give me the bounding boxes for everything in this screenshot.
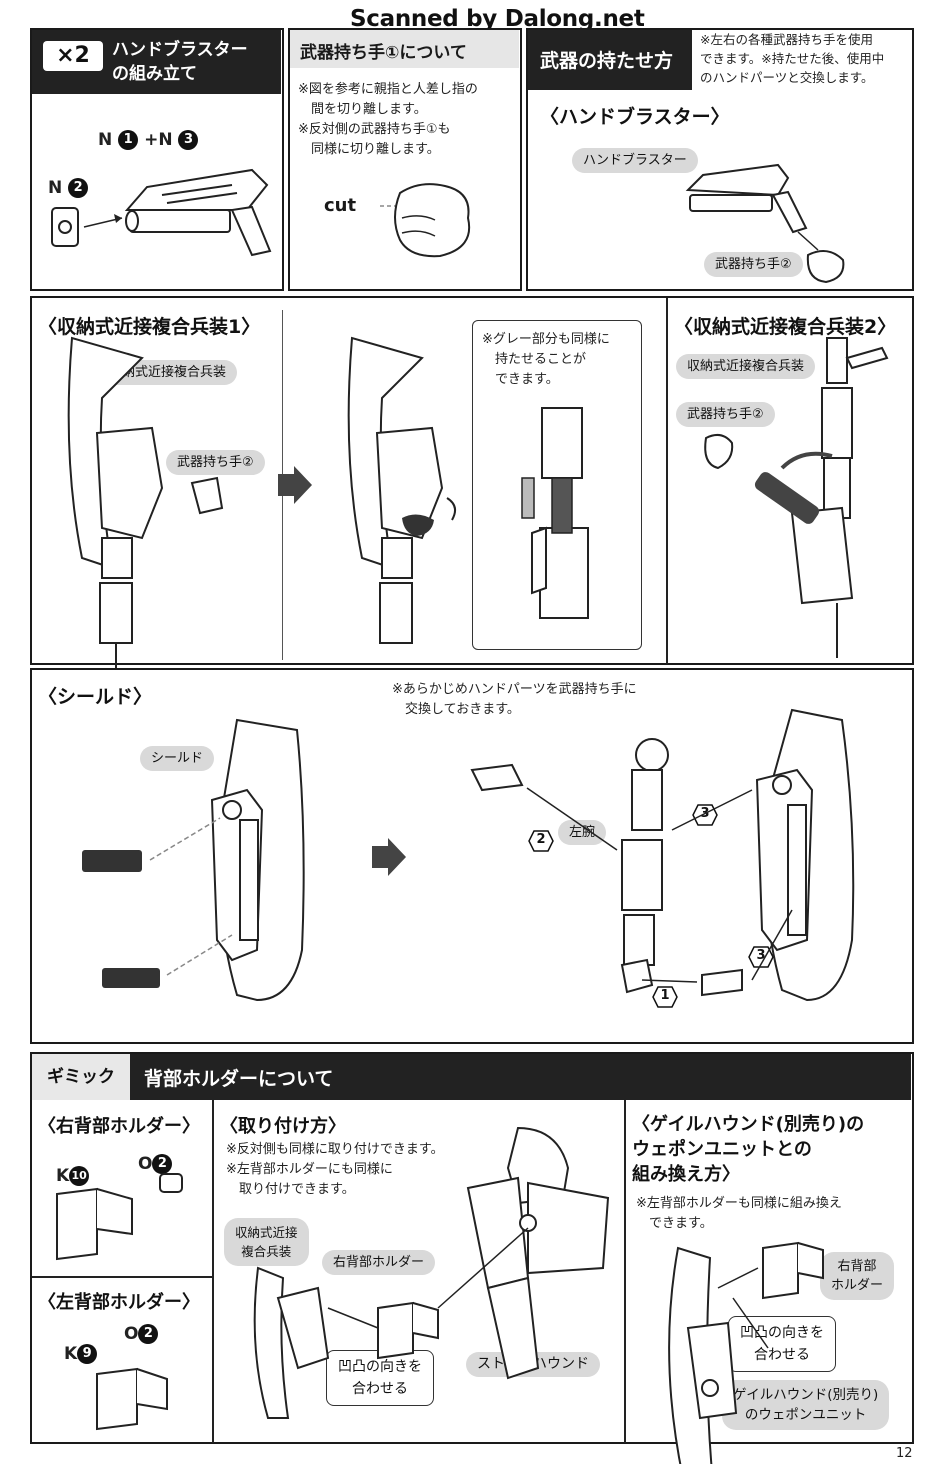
melee1-step-arrow — [278, 466, 312, 504]
right-holder-o-num: 2 — [152, 1154, 173, 1174]
weapon-hand-title: 武器持ち手①について — [300, 43, 467, 63]
left-holder-k-num: 9 — [77, 1344, 98, 1364]
left-holder-title: 〈左背部ホルダー〉 — [38, 1292, 200, 1313]
attach-note: ※反対側も同様に取り付けできます。 ※左背部ホルダーにも同様に 取り付けできます… — [226, 1142, 444, 1197]
part-label-n1-n3: N 1 +N 3 — [98, 130, 199, 150]
swap-illustration — [668, 1241, 824, 1464]
melee1-inset-box — [472, 320, 642, 650]
pill-left-arm: 左腕 — [558, 820, 607, 845]
hand-blaster-subtitle: 〈ハンドブラスター〉 — [540, 106, 730, 128]
blaster-hold-illustration — [685, 163, 845, 284]
melee-panel: 〈収納式近接複合兵装1〉 〈収納式近接複合兵装2〉 収納式近接複合兵装 武器持ち… — [30, 296, 914, 668]
pill-melee1-hand: 武器持ち手② — [166, 450, 265, 475]
attach-illustration — [253, 1126, 610, 1419]
right-holder-title: 〈右背部ホルダー〉 — [38, 1116, 200, 1137]
melee2-illustration — [704, 337, 889, 658]
fist-cut-illustration — [380, 183, 471, 258]
step-badge-3b: 3 — [748, 946, 774, 968]
melee1-inset-note: ※グレー部分も同様に 持たせることが できます。 — [482, 332, 610, 387]
step-badge-2: 2 — [528, 830, 554, 852]
weapon-hand-note: ※図を参考に親指と人差し指の 間を切り離します。 ※反対側の武器持ち手①も 同様… — [298, 82, 478, 157]
melee1-weapon-illustration — [67, 336, 224, 668]
hand-blaster-assembly-panel: ×2 ハンドブラスター の組み立て N 1 +N 3 N 2 — [30, 28, 284, 291]
watermark: Scanned by Dalong.net — [350, 6, 645, 32]
cut-label: cut — [324, 195, 357, 216]
gimmick-header-bar — [32, 1054, 911, 1100]
gimmick-col-divider-2 — [624, 1100, 626, 1443]
shield-step-arrow — [372, 838, 406, 876]
gimmick-col-divider-1 — [212, 1100, 214, 1443]
step-badge-1: 1 — [652, 986, 678, 1008]
melee2-title: 〈収納式近接複合兵装2〉 — [674, 316, 897, 338]
shield-title: 〈シールド〉 — [38, 686, 153, 708]
hand-blaster-assembly-title: ハンドブラスター の組み立て — [112, 40, 248, 84]
multiplier-badge: ×2 — [43, 41, 103, 71]
pill-gale-hound-unit: ゲイルハウンド(別売り) のウェポンユニット — [722, 1380, 890, 1430]
shield-panel: 〈シールド〉 シールド ※あらかじめハンドパーツを武器持ち手に 交換しておきます… — [30, 668, 914, 1044]
part-number-1: 1 — [118, 130, 139, 150]
page-number: 12 — [896, 1446, 913, 1461]
pill-melee2-weapon: 収納式近接複合兵装 — [676, 354, 816, 379]
pill-weapon-hand-2: 武器持ち手② — [704, 252, 803, 277]
melee1-held-illustration — [347, 336, 457, 644]
left-holder-illustration — [96, 1367, 168, 1431]
swap-title: 〈ゲイルハウンド(別売り)の ウェポンユニットとの 組み換え方〉 — [632, 1114, 865, 1185]
weapon-holding-title: 武器の持たせ方 — [540, 50, 674, 72]
right-holder-illustration — [56, 1173, 183, 1261]
part-number-3: 3 — [178, 130, 199, 150]
swap-note: ※左背部ホルダーも同様に組み換え できます。 — [636, 1196, 842, 1231]
gimmick-title: 背部ホルダーについて — [144, 1068, 334, 1090]
pill-melee2-hand: 武器持ち手② — [676, 402, 775, 427]
pill-shield: シールド — [140, 746, 215, 771]
melee1-inset-illustration — [521, 407, 589, 619]
melee1-title: 〈収納式近接複合兵装1〉 — [38, 316, 261, 338]
pill-attach-align: 凹凸の向きを 合わせる — [326, 1350, 434, 1406]
pill-hand-blaster: ハンドブラスター — [572, 148, 698, 173]
left-holder-o-num: 2 — [138, 1324, 159, 1344]
shield-arm-assembly-illustration — [470, 708, 855, 1002]
weapon-holding-note: ※左右の各種武器持ち手を使用 できます。※持たせた後、使用中 のハンドパーツと交… — [700, 32, 885, 85]
shield-note: ※あらかじめハンドパーツを武器持ち手に 交換しておきます。 — [392, 682, 637, 717]
gimmick-tag: ギミック — [32, 1054, 130, 1100]
melee-section-divider — [666, 298, 668, 664]
shield-parts-illustration — [82, 718, 305, 1002]
pill-swap-right-holder: 右背部 ホルダー — [820, 1252, 895, 1300]
weapon-holding-panel: 武器の持たせ方 ※左右の各種武器持ち手を使用 できます。※持たせた後、使用中 の… — [526, 28, 914, 291]
part-label-n2: N 2 — [48, 178, 89, 198]
part-number-2: 2 — [68, 178, 89, 198]
weapon-holding-header — [528, 30, 692, 90]
pill-swap-align: 凹凸の向きを 合わせる — [728, 1316, 836, 1372]
right-holder-k-num: 10 — [69, 1166, 90, 1186]
attach-title: 〈取り付け方〉 — [220, 1116, 346, 1137]
pill-attach-right-holder: 右背部ホルダー — [322, 1250, 436, 1275]
hand-blaster-illustration — [51, 168, 272, 257]
holder-divider — [32, 1276, 212, 1278]
weapon-hand-header — [290, 30, 519, 68]
pill-attach-weapon: 収納式近接 複合兵装 — [224, 1218, 309, 1266]
weapon-hand-panel: 武器持ち手①について ※図を参考に親指と人差し指の 間を切り離します。 ※反対側… — [288, 28, 522, 291]
